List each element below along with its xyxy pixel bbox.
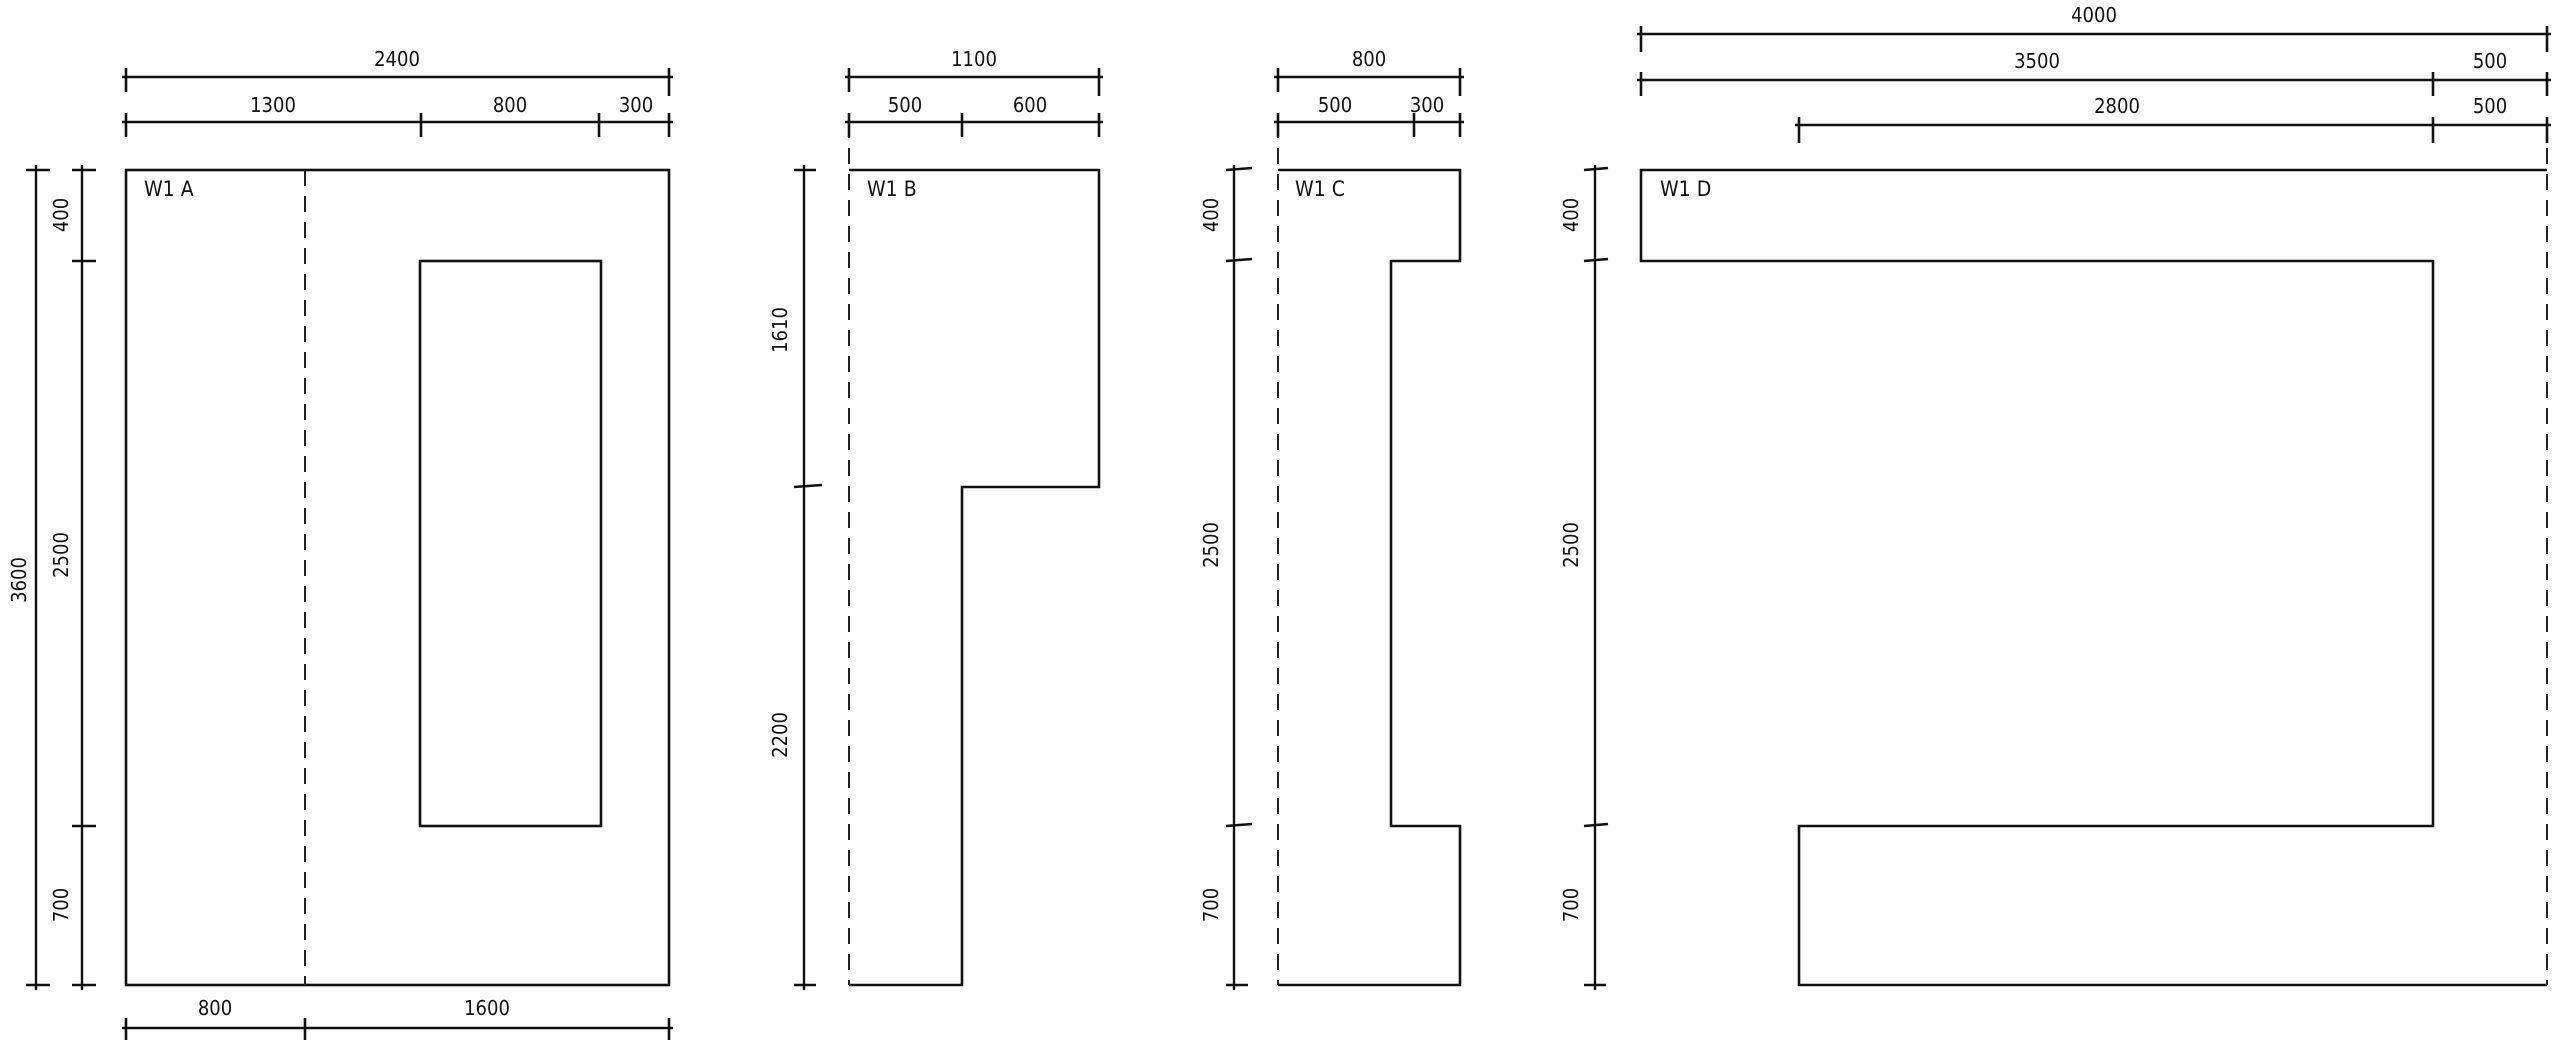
dim-label: 1300 xyxy=(250,93,296,117)
dim-label: 1600 xyxy=(464,996,510,1020)
dim-label: 4000 xyxy=(2071,3,2117,27)
panel-w1d: W1 D 4000 3500 500 2800 500 400 2500 700 xyxy=(1559,3,2551,990)
dim-label: 800 xyxy=(1352,47,1386,71)
dimension-left: 400 2500 700 xyxy=(1559,165,1609,990)
dimension-bottom: 800 1600 xyxy=(122,996,673,1040)
dim-label: 500 xyxy=(1318,93,1352,117)
dim-label: 300 xyxy=(619,93,653,117)
dim-label: 500 xyxy=(888,93,922,117)
dim-label: 500 xyxy=(2473,49,2507,73)
opening-outline xyxy=(418,259,603,828)
dim-label: 2500 xyxy=(1199,522,1223,568)
panel-w1c: W1 C 800 500 300 400 2500 700 xyxy=(1199,47,1464,990)
dimension-left: 3600 400 2500 700 xyxy=(7,165,96,990)
dimension-top: 800 500 300 xyxy=(1274,47,1464,137)
dim-label: 700 xyxy=(1559,888,1583,922)
dim-label: 600 xyxy=(1013,93,1047,117)
dim-label: 1100 xyxy=(951,47,997,71)
dim-label: 500 xyxy=(2473,94,2507,118)
dimension-top: 2400 1300 800 300 xyxy=(122,47,673,137)
dim-label: 400 xyxy=(1199,198,1223,232)
dimension-left: 400 2500 700 xyxy=(1199,165,1253,990)
dim-label: 800 xyxy=(198,996,232,1020)
dim-label: 400 xyxy=(1559,198,1583,232)
dim-label: 3500 xyxy=(2014,49,2060,73)
dim-label: 1610 xyxy=(768,307,792,353)
panel-label: W1 C xyxy=(1295,177,1345,201)
dim-label: 300 xyxy=(1410,93,1444,117)
dim-label: 400 xyxy=(49,198,73,232)
dim-label: 2500 xyxy=(1559,522,1583,568)
dim-label: 2500 xyxy=(49,532,73,578)
dimension-left: 1610 2200 xyxy=(768,165,823,990)
dim-label: 2800 xyxy=(2094,94,2140,118)
panel-label: W1 A xyxy=(144,177,194,201)
panel-label: W1 B xyxy=(867,177,917,201)
dimension-top: 4000 3500 500 2800 500 xyxy=(1637,3,2551,143)
dim-label: 3600 xyxy=(7,557,31,603)
dim-label: 700 xyxy=(1199,888,1223,922)
dim-label: 2200 xyxy=(768,712,792,758)
panel-outline xyxy=(124,168,671,987)
panel-outline xyxy=(1278,168,1462,987)
panel-w1a: W1 A 2400 1300 800 300 3600 400 2500 700 xyxy=(7,47,673,1040)
panel-w1b: W1 B 1100 500 600 1610 2200 xyxy=(768,47,1103,990)
dim-label: 2400 xyxy=(374,47,420,71)
dimension-top: 1100 500 600 xyxy=(845,47,1103,137)
panel-outline xyxy=(849,168,1101,987)
panel-outline xyxy=(1639,168,2547,987)
dim-label: 800 xyxy=(493,93,527,117)
dim-label: 700 xyxy=(49,888,73,922)
panel-label: W1 D xyxy=(1660,177,1711,201)
